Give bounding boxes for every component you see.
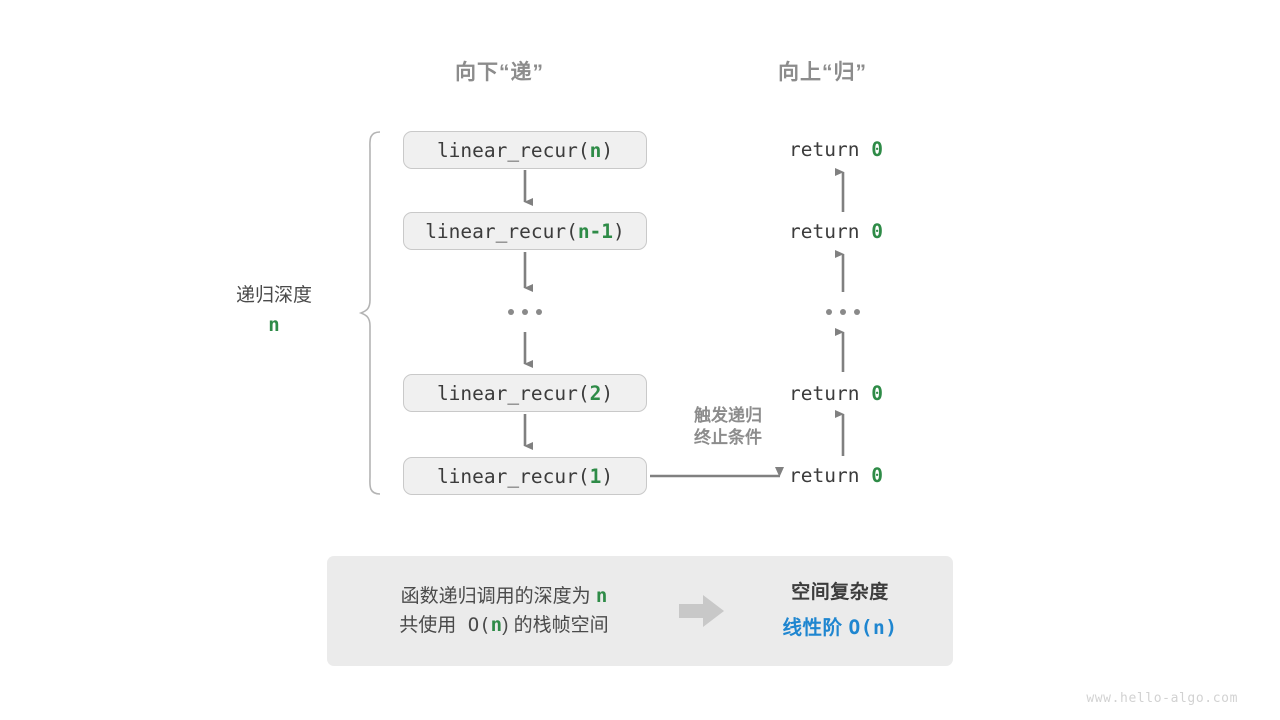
watermark: www.hello-algo.com <box>1086 691 1238 706</box>
complexity-title: 空间复杂度 <box>791 581 889 603</box>
summary-description: 函数递归调用的深度为 n 共使用 O(n) 的栈帧空间 <box>327 582 663 641</box>
call-prefix: linear_recur( <box>436 381 590 405</box>
return-stack-ellipsis <box>826 309 860 315</box>
return-statement: return 0 <box>789 464 883 487</box>
dot-icon <box>854 309 860 315</box>
complexity-value: 线性阶 O(n) <box>741 612 939 644</box>
summary-line-1-variable: n <box>595 584 608 607</box>
call-argument: n-1 <box>577 219 614 243</box>
return-statement: return 0 <box>789 382 883 405</box>
summary-line-1-text: 函数递归调用的深度为 <box>400 585 596 607</box>
return-keyword: return <box>789 464 872 487</box>
dot-icon <box>522 309 528 315</box>
summary-line-2-text-b: ) 的栈帧空间 <box>502 615 609 636</box>
recursion-depth-label: 递归深度 n <box>186 282 362 339</box>
return-value: 0 <box>871 382 883 405</box>
return-value: 0 <box>871 138 883 161</box>
call-suffix: ) <box>601 464 614 488</box>
summary-line-2-variable: n <box>490 614 503 636</box>
column-heading-recurse-down: 向下“递” <box>455 61 544 84</box>
call-argument: 2 <box>589 381 602 405</box>
recursion-depth-brace <box>358 131 381 495</box>
return-keyword: return <box>789 382 872 405</box>
call-frame-box: linear_recur(n-1) <box>403 212 647 250</box>
call-suffix: ) <box>601 381 614 405</box>
summary-implies-arrow <box>663 594 741 628</box>
block-arrow-right-icon <box>679 595 724 627</box>
call-frame-box: linear_recur(1) <box>403 457 647 495</box>
summary-conclusion: 空间复杂度 线性阶 O(n) <box>741 578 953 645</box>
termination-note-line-2: 终止条件 <box>694 427 762 447</box>
recursion-depth-value: n <box>268 313 280 336</box>
dot-icon <box>826 309 832 315</box>
call-argument: n <box>589 138 602 162</box>
call-frame-box: linear_recur(n) <box>403 131 647 169</box>
return-statement: return 0 <box>789 220 883 243</box>
summary-line-1: 函数递归调用的深度为 n <box>345 582 663 611</box>
termination-condition-note: 触发递归 终止条件 <box>606 405 762 449</box>
complexity-value-notation: O(n) <box>848 616 898 640</box>
return-value: 0 <box>871 464 883 487</box>
summary-line-2-text-a: 共使用 O( <box>399 614 491 636</box>
summary-line-2: 共使用 O(n) 的栈帧空间 <box>345 611 663 640</box>
call-stack-ellipsis <box>508 309 542 315</box>
complexity-value-label: 线性阶 <box>782 617 849 640</box>
call-prefix: linear_recur( <box>425 219 578 243</box>
dot-icon <box>508 309 514 315</box>
call-argument: 1 <box>589 464 602 488</box>
call-suffix: ) <box>613 219 625 243</box>
call-prefix: linear_recur( <box>436 464 590 488</box>
return-keyword: return <box>789 138 872 161</box>
dot-icon <box>840 309 846 315</box>
call-suffix: ) <box>601 138 614 162</box>
termination-note-line-1: 触发递归 <box>694 406 762 425</box>
dot-icon <box>536 309 542 315</box>
return-statement: return 0 <box>789 138 883 161</box>
return-value: 0 <box>871 220 883 243</box>
recursion-depth-text: 递归深度 <box>235 285 312 306</box>
call-prefix: linear_recur( <box>436 138 590 162</box>
return-keyword: return <box>789 220 872 243</box>
complexity-summary-panel: 函数递归调用的深度为 n 共使用 O(n) 的栈帧空间 空间复杂度 线性阶 O(… <box>327 556 953 666</box>
call-frame-box: linear_recur(2) <box>403 374 647 412</box>
column-heading-return-up: 向上“归” <box>778 61 867 84</box>
